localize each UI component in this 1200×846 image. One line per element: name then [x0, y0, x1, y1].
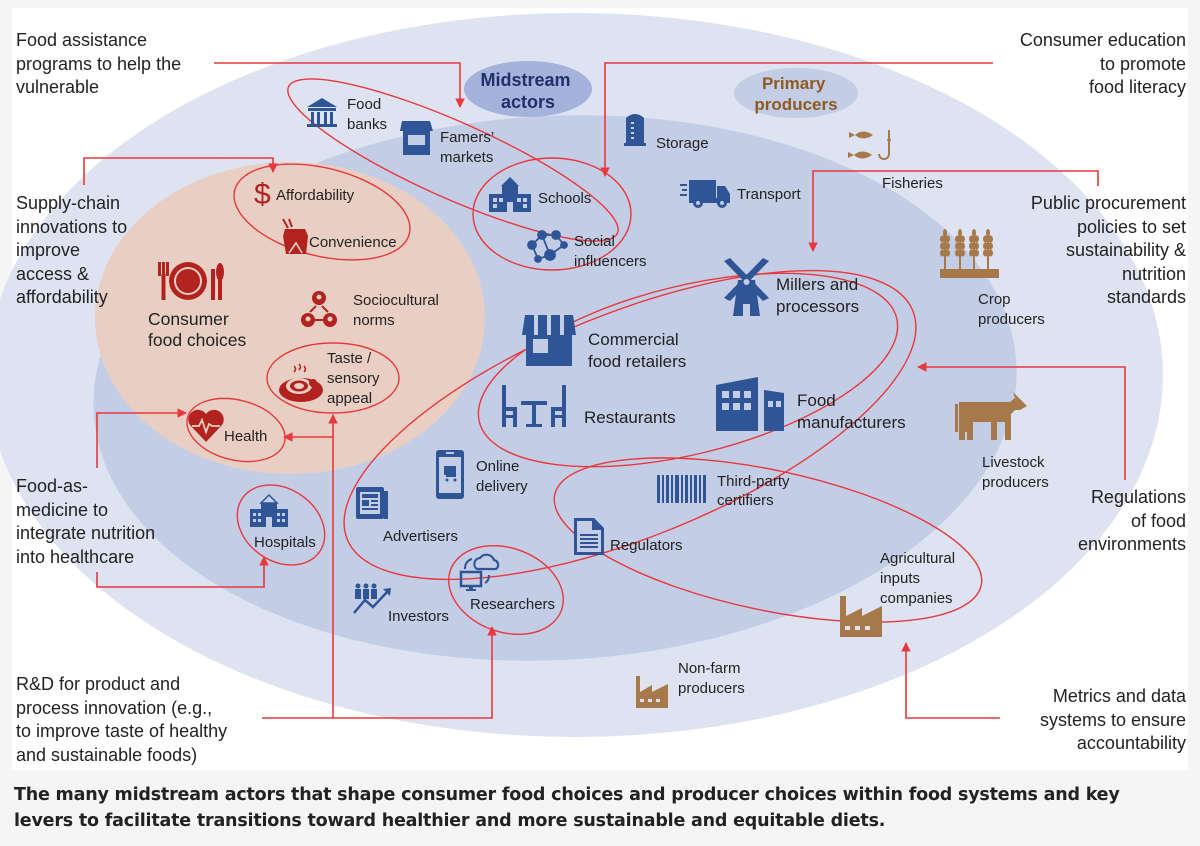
silo-icon [624, 114, 646, 146]
heartbeat-icon [188, 409, 224, 442]
bank-building-icon [307, 98, 337, 127]
group-food-assistance [287, 78, 619, 242]
connector-hospitals [96, 556, 269, 588]
factor-label-convenience: Convenience [309, 234, 397, 251]
factory-icon [840, 596, 882, 637]
connector-regulations [917, 362, 1126, 480]
group-schools-influencers [472, 157, 632, 271]
factor-label-health: Health [224, 428, 267, 445]
actor-label-researchers: Researchers [470, 596, 555, 613]
actor-label-farmers-markets: Famers’markets [440, 129, 494, 166]
group-regulations [343, 269, 917, 581]
dollar-icon: $ [254, 178, 271, 211]
investors-growth-icon [353, 583, 391, 614]
market-stall-icon [400, 121, 433, 155]
connector-public-procurement [808, 170, 1099, 252]
actor-label-regulators: Regulators [610, 537, 683, 554]
connector-food-assistance [214, 62, 465, 108]
windmill-icon [724, 258, 769, 316]
actor-label-schools: Schools [538, 190, 591, 207]
school-icon [489, 177, 531, 212]
group-affordability-convenience [233, 163, 411, 261]
phone-cart-icon [436, 450, 464, 499]
connector-rnd [262, 626, 497, 719]
actor-label-investors: Investors [388, 608, 449, 625]
hot-food-plate-icon [279, 363, 323, 402]
factor-label-affordability: Affordability [276, 187, 355, 204]
lever-public-procurement: Public procurement policies to set susta… [1030, 193, 1186, 307]
group-public-procurement [477, 272, 899, 468]
lever-consumer-education: Consumer education to promote food liter… [1019, 30, 1186, 97]
group-hospitals [236, 484, 326, 566]
lever-regulations: Regulations of food environments [1077, 487, 1186, 554]
lever-supply-chain: Supply-chain innovations to improve acce… [16, 193, 128, 307]
actor-label-hospitals: Hospitals [254, 534, 316, 551]
midstream-title-bubble [464, 61, 592, 117]
social-network-icon [301, 291, 337, 327]
midstream-title: Midstream actors [480, 70, 575, 112]
cow-icon [955, 392, 1027, 440]
actor-label-transport: Transport [737, 186, 801, 203]
barcode-icon [657, 475, 706, 503]
group-taste [266, 342, 400, 414]
producer-label-fisheries: Fisheries [882, 175, 943, 192]
storefront-icon [522, 315, 576, 366]
factory-icon [636, 676, 668, 708]
newspaper-icon [356, 487, 388, 519]
consumer-choices-zone [95, 162, 485, 474]
wheat-icon [940, 229, 999, 278]
actor-label-storage: Storage [656, 135, 709, 152]
plate-cutlery-icon [158, 262, 224, 300]
fish-hook-icon [848, 130, 891, 160]
connector-consumer-education [600, 62, 993, 177]
group-metrics [553, 457, 983, 623]
figure-caption: The many midstream actors that shape con… [14, 785, 1120, 831]
lever-food-assistance: Food assistance programs to help the vul… [16, 30, 182, 97]
takeout-box-icon [282, 218, 308, 254]
network-people-icon [527, 230, 568, 263]
group-health [186, 397, 286, 463]
lever-metrics: Metrics and data systems to ensure accou… [1039, 686, 1186, 753]
connector-supply-chain [83, 157, 278, 185]
lever-food-as-medicine: Food-as- medicine to integrate nutrition… [16, 476, 156, 567]
actor-label-advertisers: Advertisers [383, 528, 458, 545]
lever-rnd: R&D for product and process innovation (… [16, 674, 228, 765]
truck-icon [680, 180, 730, 208]
actor-label-restaurants: Restaurants [584, 408, 676, 427]
hospital-icon [250, 493, 288, 527]
document-icon [574, 518, 604, 555]
cloud-computer-icon [459, 553, 500, 591]
connector-food-as-medicine [96, 408, 187, 468]
primary-title-bubble [734, 68, 858, 118]
factory-building-icon [716, 377, 784, 431]
primary-title: Primary producers [754, 74, 837, 114]
connector-metrics [901, 642, 1000, 719]
table-chairs-icon [502, 385, 566, 427]
